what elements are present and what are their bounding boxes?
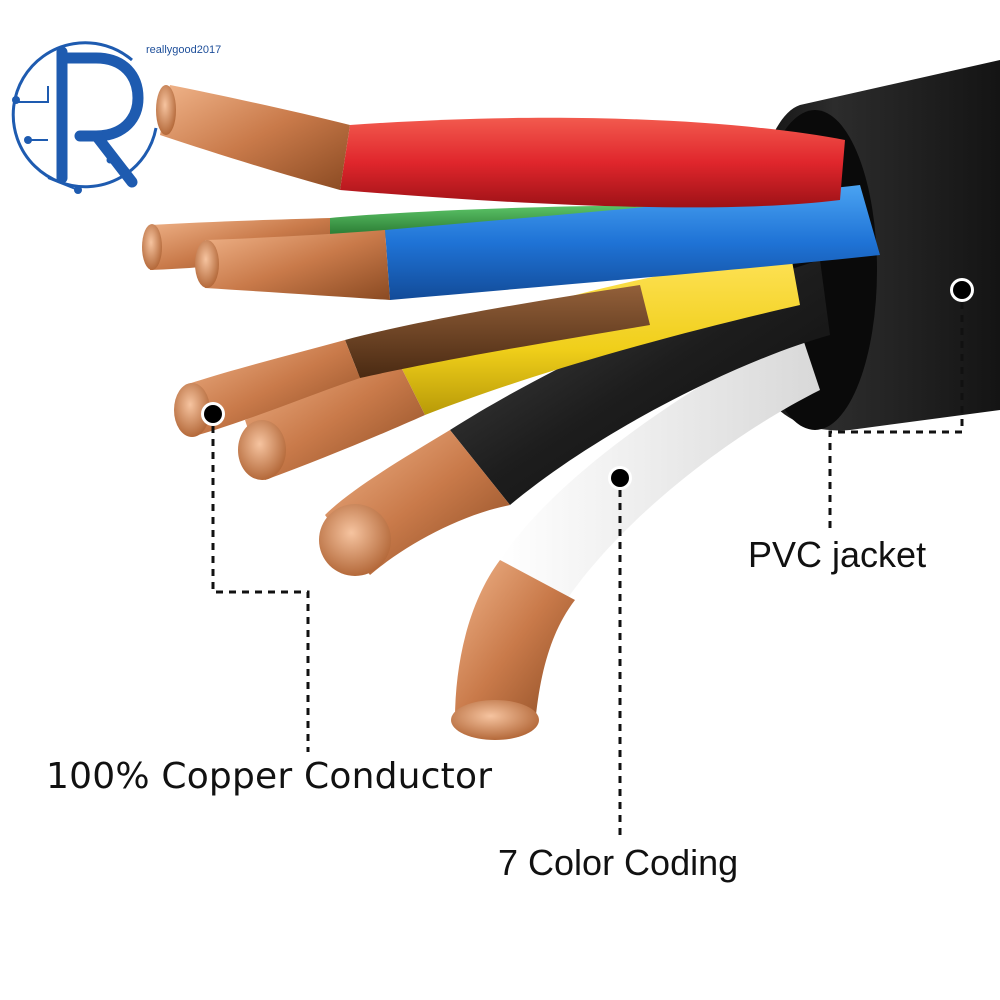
black-core [319,260,830,576]
color-coding-label: 7 Color Coding [498,842,739,883]
pvc-jacket-label: PVC jacket [748,534,927,575]
brown-core [174,285,650,437]
red-core [156,85,845,208]
brand-watermark-text: reallygood2017 [146,44,222,56]
brand-logo [11,41,158,194]
white-core [451,330,820,740]
callout-color-leader [608,466,632,838]
copper-conductor-label: 100% Copper Conductor [46,756,493,797]
callout-copper-leader [201,402,310,752]
callout-pvc-leader [828,278,974,532]
blue-core [195,185,880,300]
